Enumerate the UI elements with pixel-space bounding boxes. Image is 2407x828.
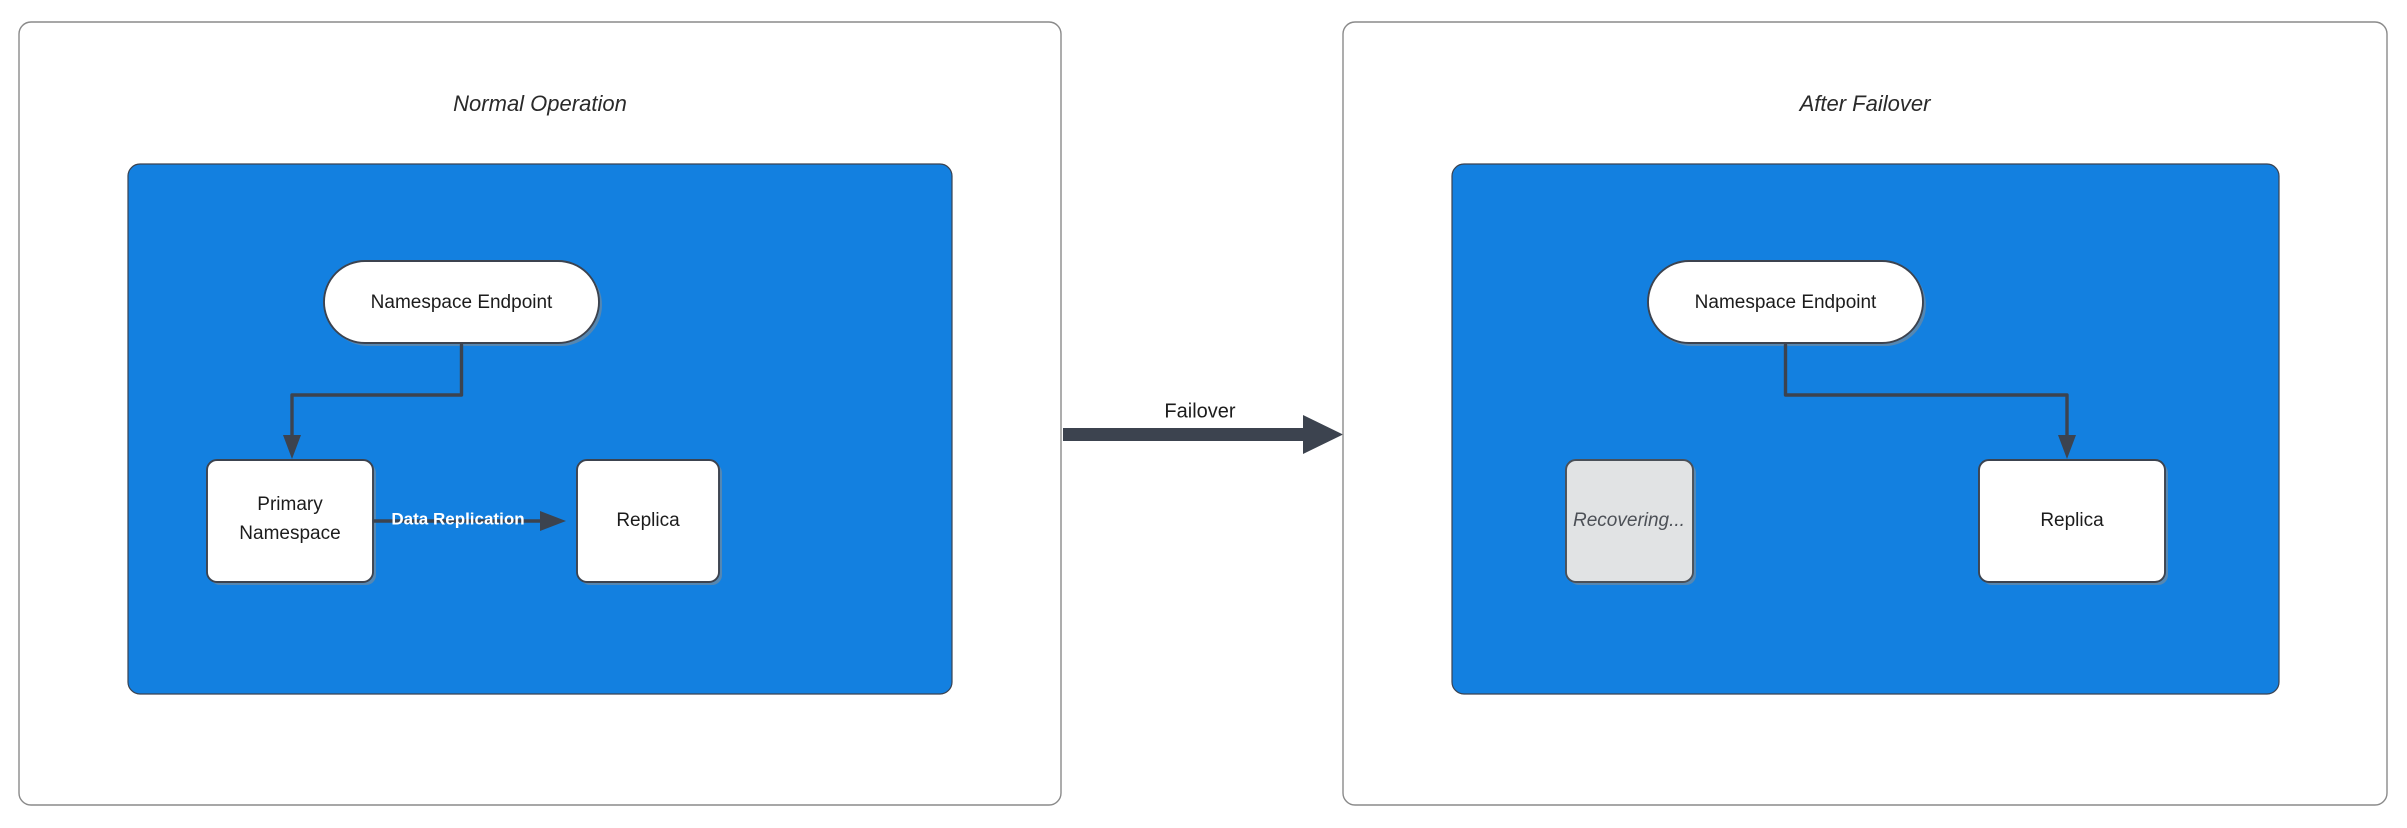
edge-endpoint-to-primary — [283, 343, 464, 459]
node-primary-namespace[interactable]: Primary Namespace — [206, 459, 376, 585]
node-replica-right[interactable]: Replica — [1978, 459, 2168, 585]
failover-transition: Failover — [1063, 400, 1343, 454]
panel-title-after-failover: After Failover — [1798, 91, 1932, 116]
node-endpoint-right-label: Namespace Endpoint — [1695, 292, 1877, 313]
edge-endpoint-to-primary-path — [290, 343, 464, 440]
edge-endpoint-to-replica — [1783, 343, 2076, 459]
edge-endpoint-to-replica-path — [1783, 343, 2069, 440]
node-replica-left-body — [576, 459, 720, 583]
node-primary-namespace-body — [206, 459, 374, 583]
panel-normal-operation: Normal Operation Namespace Endpoint Prim… — [18, 21, 1062, 806]
node-recovering[interactable]: Recovering... — [1565, 459, 1696, 585]
node-replica-right-label: Replica — [2040, 510, 2104, 531]
failover-transition-arrowhead — [1303, 415, 1343, 454]
edge-endpoint-to-primary-arrowhead — [283, 435, 301, 459]
edge-primary-to-replica-arrowhead — [540, 511, 566, 531]
node-recovering-label: Recovering... — [1573, 510, 1685, 531]
edge-label-data-replication: Data Replication — [391, 509, 524, 528]
edge-primary-to-replica: Data Replication — [372, 509, 566, 531]
blue-region-after-failover — [1451, 163, 2280, 695]
node-endpoint-right-body — [1647, 260, 1924, 344]
panel-after-failover: After Failover Namespace Endpoint Recove… — [1342, 21, 2388, 806]
node-endpoint-left[interactable]: Namespace Endpoint — [323, 260, 602, 346]
node-endpoint-right[interactable]: Namespace Endpoint — [1647, 260, 1926, 346]
panel-title-normal-operation: Normal Operation — [453, 91, 627, 116]
failover-transition-label: Failover — [1164, 400, 1235, 422]
node-endpoint-left-body — [323, 260, 600, 344]
node-primary-namespace-label-line1: Primary — [257, 494, 323, 515]
blue-region-normal-operation — [127, 163, 953, 695]
node-replica-left[interactable]: Replica — [576, 459, 722, 585]
node-replica-right-body — [1978, 459, 2166, 583]
node-replica-left-label: Replica — [616, 510, 680, 531]
node-endpoint-left-label: Namespace Endpoint — [371, 292, 553, 313]
node-primary-namespace-label-line2: Namespace — [239, 523, 340, 544]
edge-endpoint-to-replica-arrowhead — [2058, 435, 2076, 459]
node-recovering-body — [1565, 459, 1694, 583]
failover-transition-shaft — [1063, 428, 1313, 441]
